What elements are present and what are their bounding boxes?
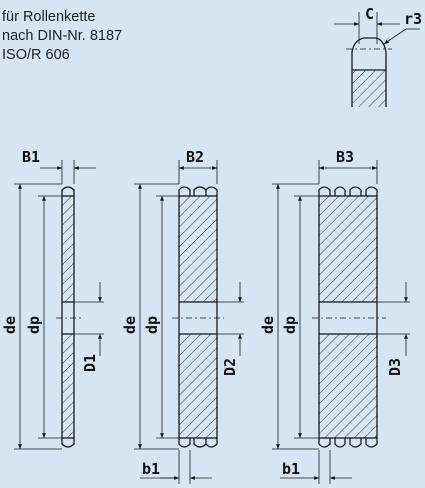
sprocket-double-section	[134, 160, 244, 484]
spec-line-1: für Rollenkette	[2, 9, 96, 25]
d2-bore-label: D2	[221, 358, 239, 376]
chain-standard-note: für Rollenkette nach DIN-Nr. 8187 ISO/R …	[2, 8, 122, 65]
b1-tooth-label-3: b1	[282, 460, 300, 478]
tooth-profile-detail	[334, 12, 420, 107]
spec-line-3: ISO/R 606	[2, 47, 70, 63]
b1-width-label: B1	[22, 148, 40, 166]
b3-width-label: B3	[336, 148, 354, 166]
sprocket-single-section	[14, 160, 104, 450]
tooth-r3-label: r3	[404, 10, 422, 28]
d1-bore-label: D1	[81, 354, 99, 372]
sprocket-triple-section	[272, 160, 410, 484]
b2-width-label: B2	[186, 148, 204, 166]
spec-line-2: nach DIN-Nr. 8187	[2, 28, 123, 44]
dp-label-2: dp	[143, 316, 161, 334]
de-label-1: de	[1, 316, 19, 334]
dp-label-3: dp	[281, 316, 299, 334]
tooth-c-label: C	[365, 5, 374, 23]
d3-bore-label: D3	[386, 358, 404, 376]
de-label-2: de	[121, 316, 139, 334]
de-label-3: de	[259, 316, 277, 334]
b1-tooth-label-2: b1	[142, 460, 160, 478]
dp-label-1: dp	[25, 316, 43, 334]
